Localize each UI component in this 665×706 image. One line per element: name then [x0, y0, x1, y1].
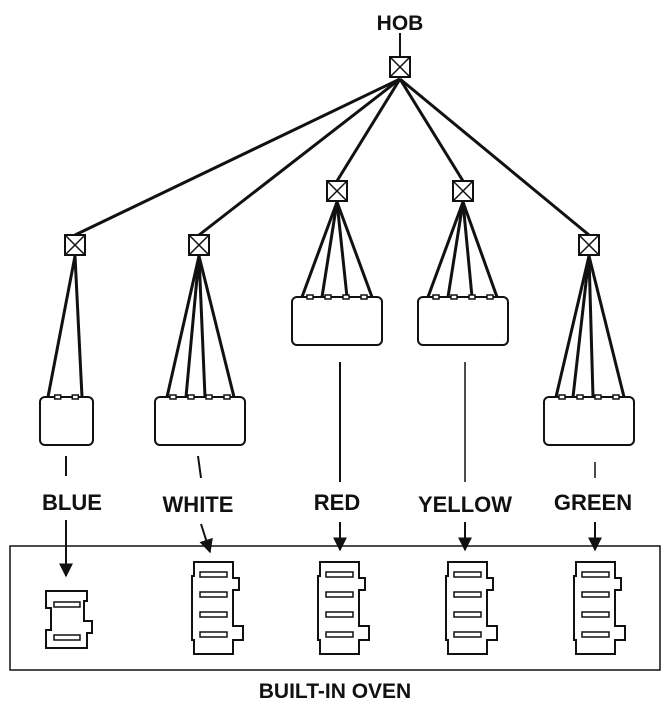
junction-white-icon: [188, 234, 210, 256]
plug-pin: [187, 394, 195, 400]
plug-pin: [486, 294, 494, 300]
plug-pin: [324, 294, 332, 300]
plug-pin: [450, 294, 458, 300]
plug-pin: [169, 394, 177, 400]
plug-pin: [468, 294, 476, 300]
socket-green-icon: [573, 561, 626, 655]
branch-yellow: [417, 180, 509, 482]
connector-labels: BLUE WHITE RED YELLOW GREEN: [42, 490, 632, 517]
socket-blue-icon: [45, 590, 93, 649]
junction-green-icon: [578, 234, 600, 256]
built-in-oven-label: BUILT-IN OVEN: [259, 680, 411, 703]
plug-pin: [223, 394, 231, 400]
branch-blue: [39, 234, 94, 476]
harness-plug-white: [154, 396, 246, 446]
plug-pin: [53, 394, 62, 400]
label-green: GREEN: [554, 490, 632, 515]
branch-white: [154, 234, 246, 479]
label-red: RED: [314, 490, 360, 515]
harness-plug-yellow: [417, 296, 509, 346]
hob-junction-icon: [389, 56, 411, 78]
junction-blue-icon: [64, 234, 86, 256]
plug-pin: [360, 294, 368, 300]
plug-pin: [558, 394, 566, 400]
socket-yellow-icon: [445, 561, 498, 655]
branch-green: [543, 234, 635, 478]
oven-sockets: [45, 561, 626, 655]
label-blue: BLUE: [42, 490, 102, 515]
plug-pin: [432, 294, 440, 300]
socket-white-icon: [191, 561, 244, 655]
harness-plug-red: [291, 296, 383, 346]
junction-red-icon: [326, 180, 348, 202]
label-yellow: YELLOW: [418, 492, 512, 517]
plug-pin: [612, 394, 620, 400]
trunk-wires: [74, 77, 590, 237]
harness-plug-green: [543, 396, 635, 446]
plug-pin: [205, 394, 213, 400]
label-white: WHITE: [163, 492, 234, 517]
junction-yellow-icon: [452, 180, 474, 202]
oven-outline: [9, 545, 661, 671]
plug-pin: [594, 394, 602, 400]
plug-pin: [306, 294, 314, 300]
harness-plug-blue: [39, 396, 94, 446]
plug-pin: [71, 394, 80, 400]
branch-red: [291, 180, 383, 482]
hob-label: HOB: [377, 12, 424, 35]
connection-arrows: [59, 520, 602, 578]
plug-pin: [342, 294, 350, 300]
socket-red-icon: [317, 561, 370, 655]
plug-pin: [576, 394, 584, 400]
